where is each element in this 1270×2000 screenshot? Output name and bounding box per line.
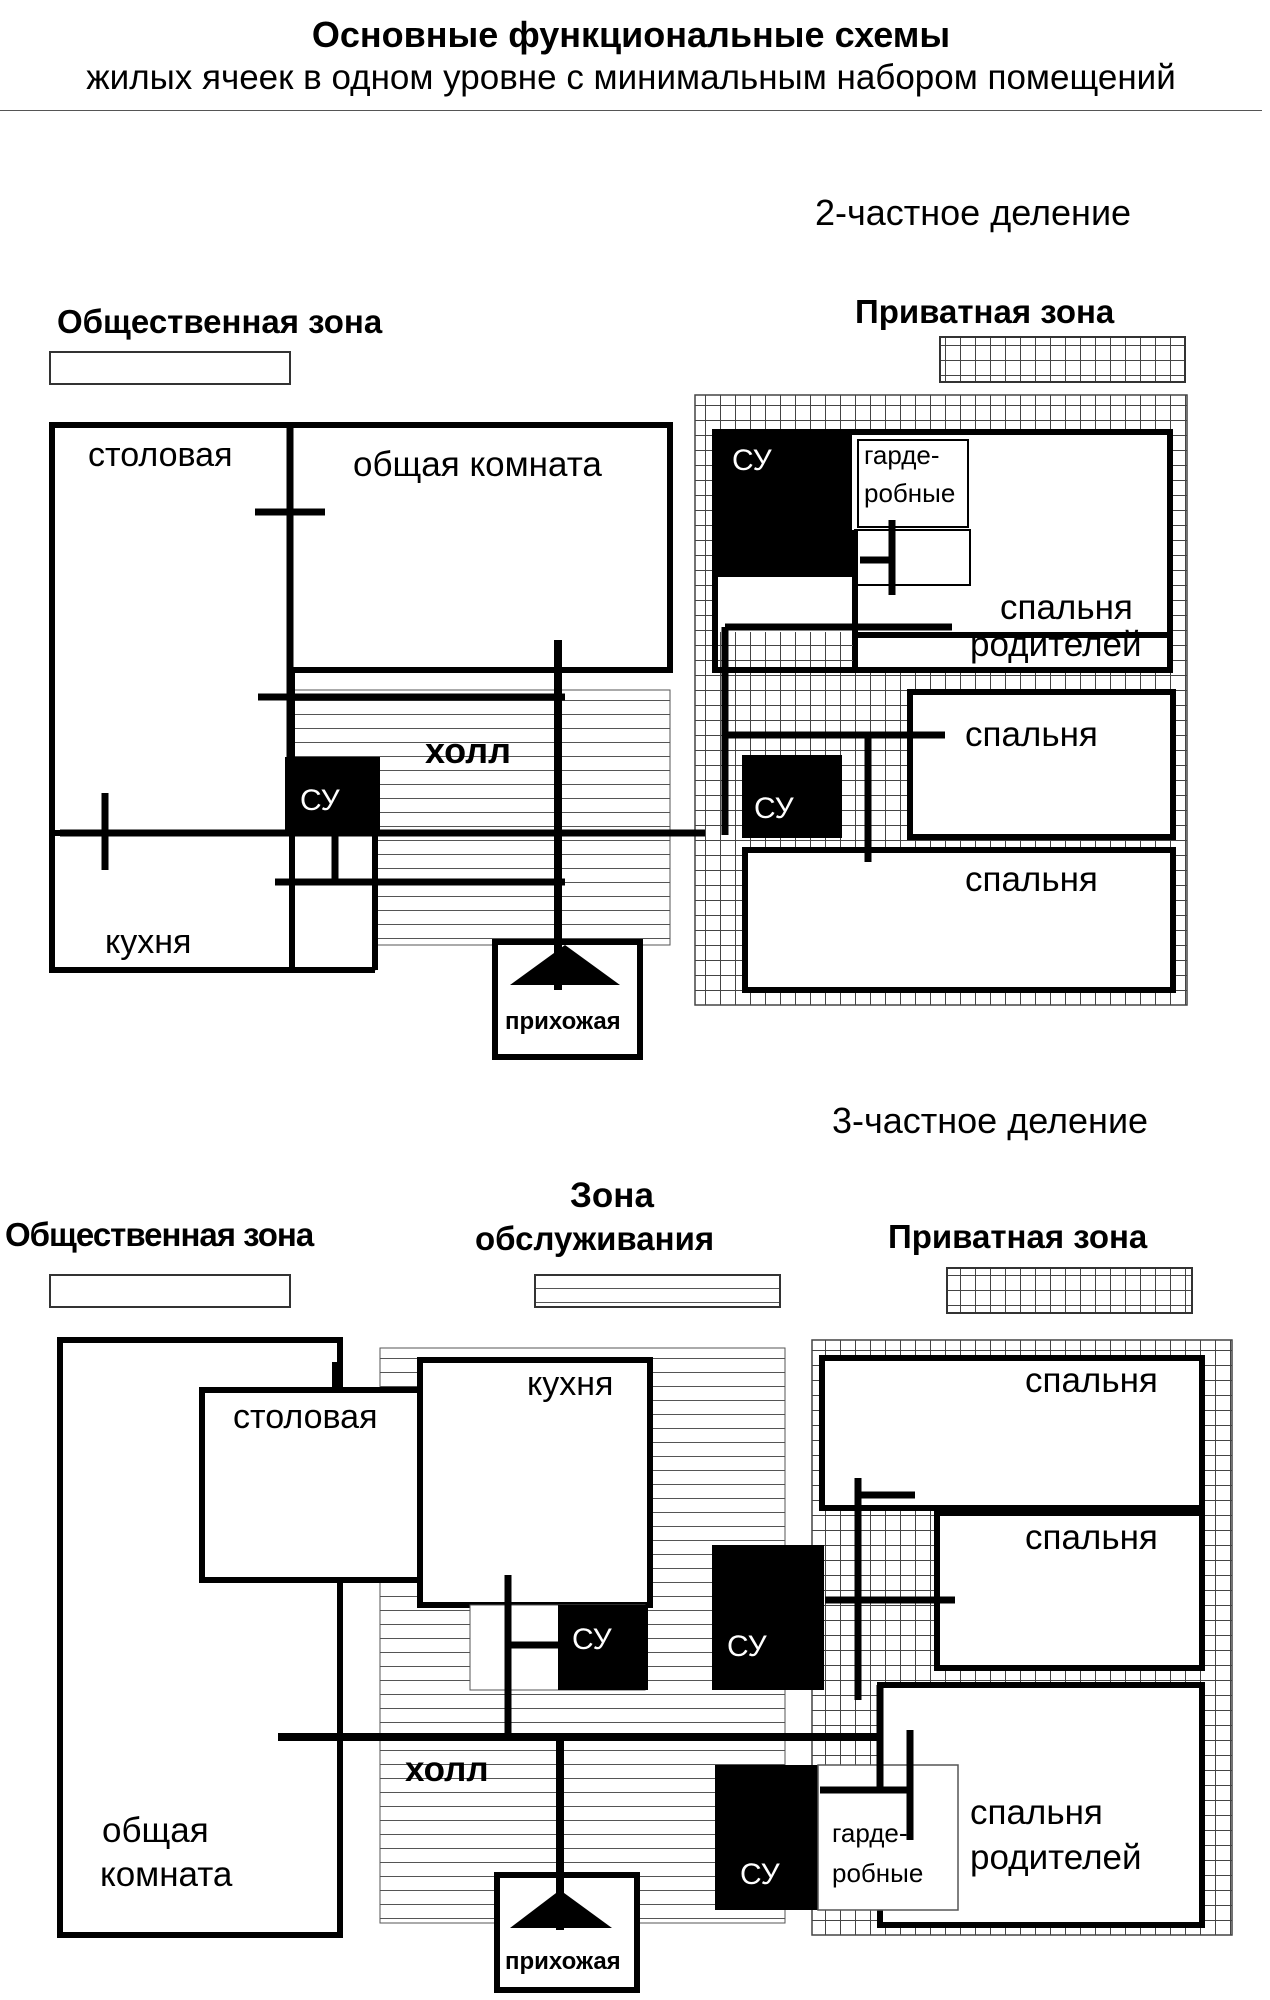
bath2-2-box — [712, 1545, 824, 1690]
page-header: Основные функциональные схемы жилых ячее… — [0, 0, 1262, 111]
page-title: Основные функциональные схемы — [311, 14, 951, 55]
dining2-box — [199, 1387, 433, 1583]
scheme-2-heading: 3-частное деление — [832, 1100, 1149, 1141]
bath2-1-box — [558, 1605, 648, 1690]
room2-kitchen: кухня — [527, 1365, 614, 1403]
room-bedroom-2: спальня — [965, 860, 1098, 899]
room-parents-line-2: родителей — [970, 625, 1142, 664]
room-bath-2: СУ — [732, 444, 772, 477]
scheme-2-zone-public: Общественная зона — [5, 1216, 314, 1253]
room2-living-line-2: комната — [100, 1855, 233, 1894]
bath-3-box — [742, 755, 842, 838]
scheme-2-zone-private: Приватная зона — [888, 1218, 1148, 1255]
scheme-1-heading: 2-частное деление — [815, 192, 1132, 233]
room2-bath-1: СУ — [572, 1623, 612, 1656]
room-dining: столовая — [88, 436, 233, 474]
public-zone-outline — [49, 422, 295, 973]
room2-bedroom-1: спальня — [1025, 1361, 1158, 1400]
room2-dining: столовая — [233, 1398, 378, 1436]
room2-bath-3: СУ — [740, 1858, 780, 1891]
page-subtitle: жилых ячеек в одном уровне с минимальным… — [86, 58, 1176, 97]
room2-hall: холл — [405, 1750, 489, 1789]
room-wardrobe-line-2: робные — [864, 478, 956, 508]
room2-wardrobe-line-2: робные — [832, 1858, 924, 1888]
scheme-2-zone-service-line-1: Зона — [570, 1176, 654, 1215]
kitchen2-box — [417, 1357, 653, 1608]
room-bath-1: СУ — [300, 784, 340, 817]
room2-parents-line-2: родителей — [970, 1838, 1142, 1877]
bedroom-2-box — [742, 847, 1176, 993]
room-living: общая комната — [353, 445, 602, 484]
room-bedroom-1: спальня — [965, 715, 1098, 754]
room2-living-line-1: общая — [102, 1811, 209, 1850]
scheme-1-zone-private: Приватная зона — [855, 293, 1115, 330]
room-bath-3: СУ — [754, 792, 794, 825]
wardrobe-box — [857, 439, 969, 528]
legend-public-swatch — [49, 351, 291, 385]
room2-bath-2: СУ — [727, 1630, 767, 1663]
room2-bedroom-2: спальня — [1025, 1518, 1158, 1557]
bedroom-1-box — [907, 689, 1176, 840]
bedroom2-2-box — [934, 1510, 1205, 1671]
scheme-1 — [49, 336, 1188, 1060]
scheme-2 — [49, 1267, 1233, 1993]
room-entry: прихожая — [505, 1008, 621, 1035]
room-hall: холл — [425, 730, 511, 771]
room-wardrobe-line-1: гарде- — [864, 440, 940, 470]
legend2-service-swatch — [534, 1274, 781, 1308]
room-parents-line-1: спальня — [1000, 588, 1133, 627]
living-room-box — [287, 422, 673, 673]
room2-entry: прихожая — [505, 1948, 621, 1975]
entry-arrow-icon — [510, 945, 620, 985]
scheme-2-zone-service-line-2: обслуживания — [475, 1220, 715, 1257]
room2-wardrobe-line-1: гарде- — [832, 1818, 908, 1848]
bath2-3-box — [715, 1765, 820, 1910]
bath-2-box — [715, 432, 852, 577]
legend2-private-swatch — [946, 1267, 1193, 1314]
legend2-public-swatch — [49, 1274, 291, 1308]
scheme-1-zone-public: Общественная зона — [57, 303, 383, 340]
room2-parents-line-1: спальня — [970, 1793, 1103, 1832]
bedroom2-1-box — [819, 1355, 1205, 1511]
room-kitchen: кухня — [105, 923, 192, 961]
legend-private-swatch — [939, 336, 1186, 383]
